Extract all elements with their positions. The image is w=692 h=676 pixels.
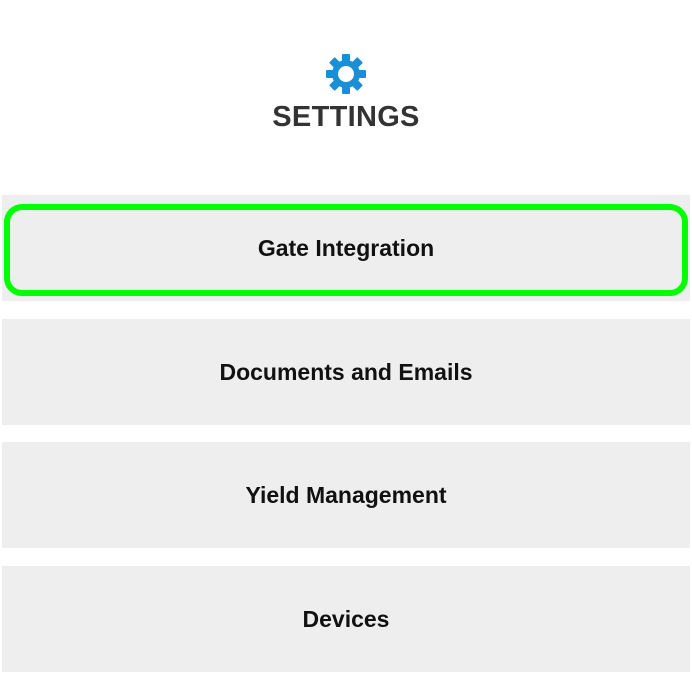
gate-integration-button[interactable]: Gate Integration xyxy=(2,195,690,301)
devices-label: Devices xyxy=(302,605,390,632)
gate-integration-label: Gate Integration xyxy=(257,234,435,261)
yield-management-label: Yield Management xyxy=(245,481,447,508)
page-title: SETTINGS xyxy=(272,101,420,133)
documents-and-emails-button[interactable]: Documents and Emails xyxy=(2,319,690,425)
gear-icon xyxy=(326,54,366,94)
yield-management-button[interactable]: Yield Management xyxy=(2,442,690,548)
devices-button[interactable]: Devices xyxy=(2,566,690,672)
documents-and-emails-label: Documents and Emails xyxy=(219,358,473,385)
